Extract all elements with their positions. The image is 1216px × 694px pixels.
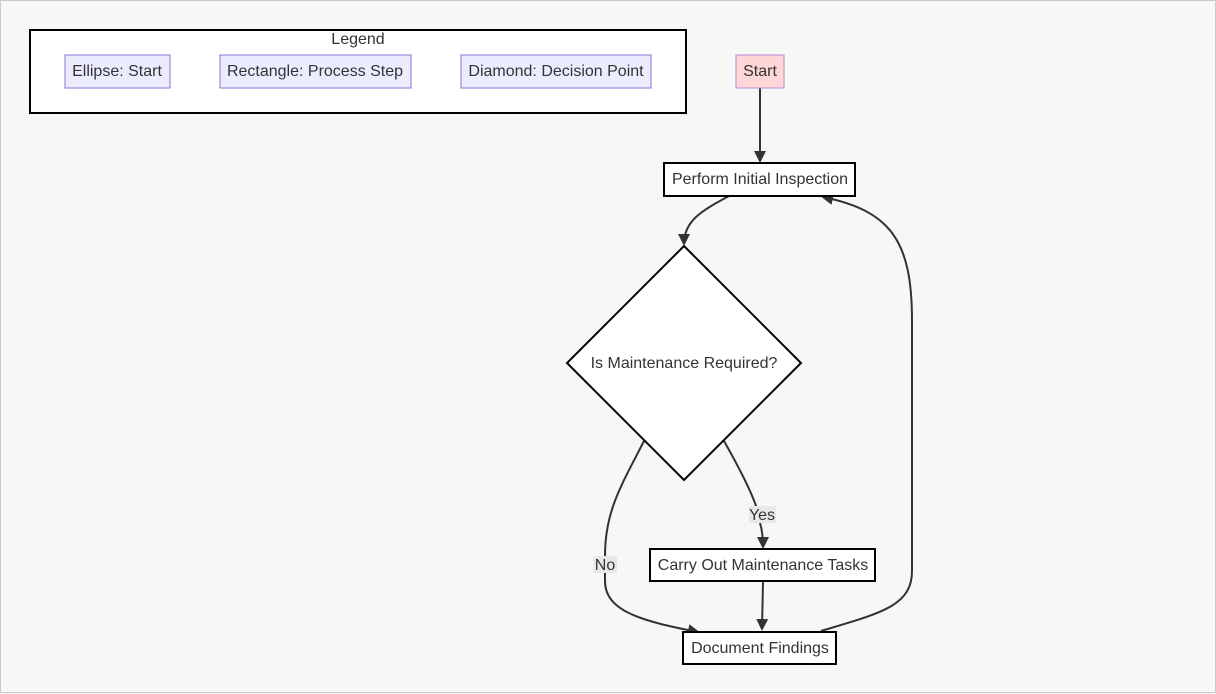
edge-label-yes: Yes [749,507,775,524]
edge-inspection-to-decision [678,195,730,246]
node-inspection[interactable]: Perform Initial Inspection [663,162,856,197]
edges [604,88,913,636]
document-node-shape [682,631,837,665]
legend-item-rectangle-box [219,54,412,89]
edge-decision-to-maintenance-b [756,522,769,549]
maintenance-node-shape [649,548,876,582]
maintenance-node-label: Carry Out Maintenance Tasks [658,557,868,574]
legend-item-diamond: Diamond: Decision Point [468,63,644,80]
document-node-label: Document Findings [691,640,829,657]
edge-document-to-inspection [820,193,913,632]
node-decision[interactable]: Is Maintenance Required? [565,244,803,482]
edge-maintenance-to-document [756,581,769,631]
edge-decision-to-document-b [604,573,700,636]
edge-label-yes-bg [749,506,776,523]
legend-item-ellipse-box [64,54,171,89]
legend-title: Legend [331,31,384,48]
decision-node-label: Is Maintenance Required? [591,355,778,372]
inspection-node-shape [663,162,856,197]
start-node-label: Start [743,63,777,80]
legend: Legend Ellipse: Start Rectangle: Process… [29,29,687,114]
edge-label-no: No [595,557,616,574]
start-node-shape [735,54,785,89]
node-maintenance[interactable]: Carry Out Maintenance Tasks [649,548,876,582]
legend-item-ellipse: Ellipse: Start [72,63,162,80]
decision-node-shape [565,244,803,482]
legend-item-rectangle: Rectangle: Process Step [227,63,403,80]
node-start[interactable]: Start [735,54,785,89]
edge-decision-to-maintenance-a [723,440,758,510]
edge-label-no-bg [593,556,617,573]
inspection-node-label: Perform Initial Inspection [672,171,848,188]
node-document[interactable]: Document Findings [682,631,837,665]
legend-item-diamond-box [460,54,652,89]
edge-decision-to-document-a [604,440,645,557]
